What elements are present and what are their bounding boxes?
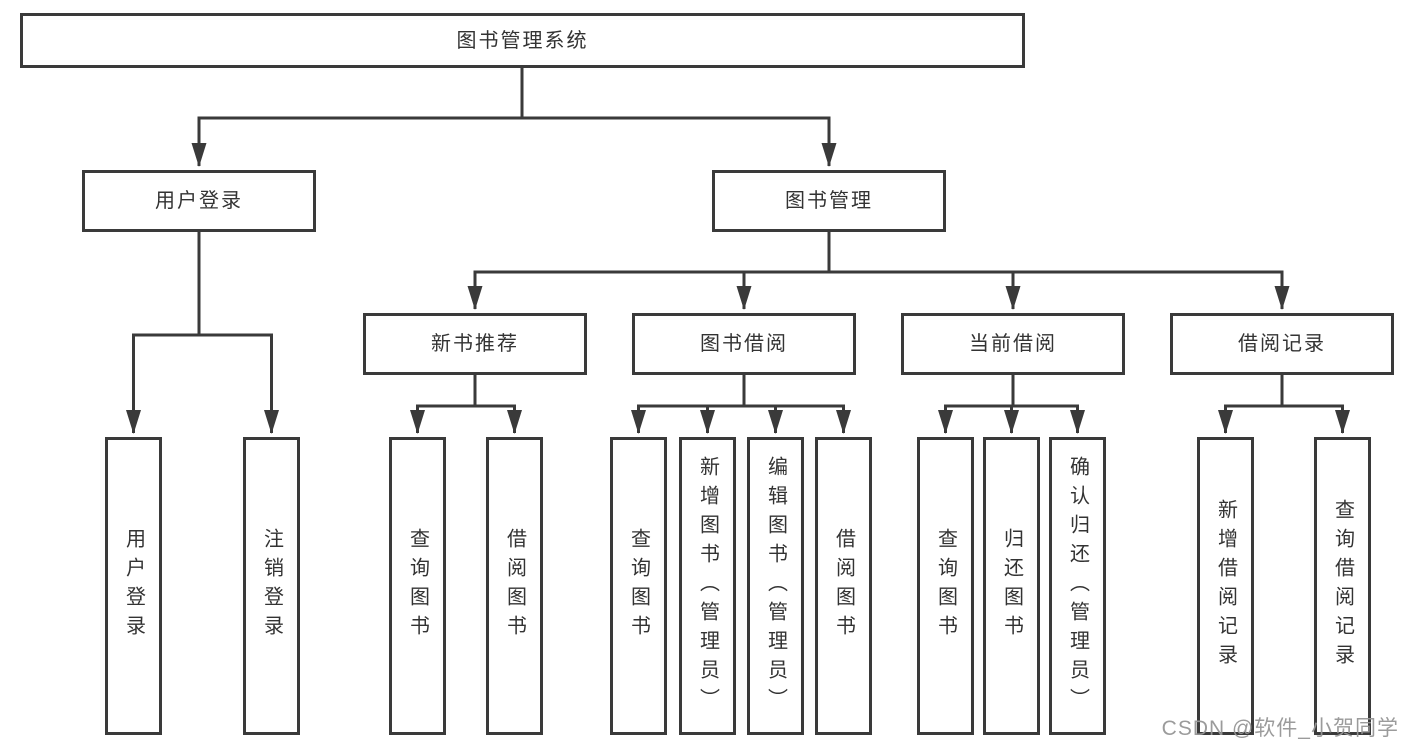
- leaf-edit-books-admin: 编辑图书（管理员）: [747, 437, 804, 735]
- leaf-add-books-admin: 新增图书（管理员）: [679, 437, 736, 735]
- leaf-confirm-return-admin: 确认归还（管理员）: [1049, 437, 1106, 735]
- leaf-user-login: 用户登录: [105, 437, 162, 735]
- node-user-login: 用户登录: [82, 170, 316, 232]
- node-book-management: 图书管理: [712, 170, 946, 232]
- leaf-borrow-books: 借阅图书: [815, 437, 872, 735]
- leaf-return-books: 归还图书: [983, 437, 1040, 735]
- node-root-library-management-system: 图书管理系统: [20, 13, 1025, 68]
- leaf-query-books-current: 查询图书: [917, 437, 974, 735]
- leaf-logout: 注销登录: [243, 437, 300, 735]
- node-current-borrowing: 当前借阅: [901, 313, 1125, 375]
- node-borrowing-records: 借阅记录: [1170, 313, 1394, 375]
- node-new-book-recommendation: 新书推荐: [363, 313, 587, 375]
- csdn-watermark: CSDN @软件_小贺同学: [1161, 717, 1399, 740]
- node-book-borrowing: 图书借阅: [632, 313, 856, 375]
- leaf-add-borrow-record: 新增借阅记录: [1197, 437, 1254, 735]
- leaf-query-books-recommend: 查询图书: [389, 437, 446, 735]
- leaf-borrow-books-recommend: 借阅图书: [486, 437, 543, 735]
- leaf-query-borrow-record: 查询借阅记录: [1314, 437, 1371, 735]
- leaf-query-books-borrowing: 查询图书: [610, 437, 667, 735]
